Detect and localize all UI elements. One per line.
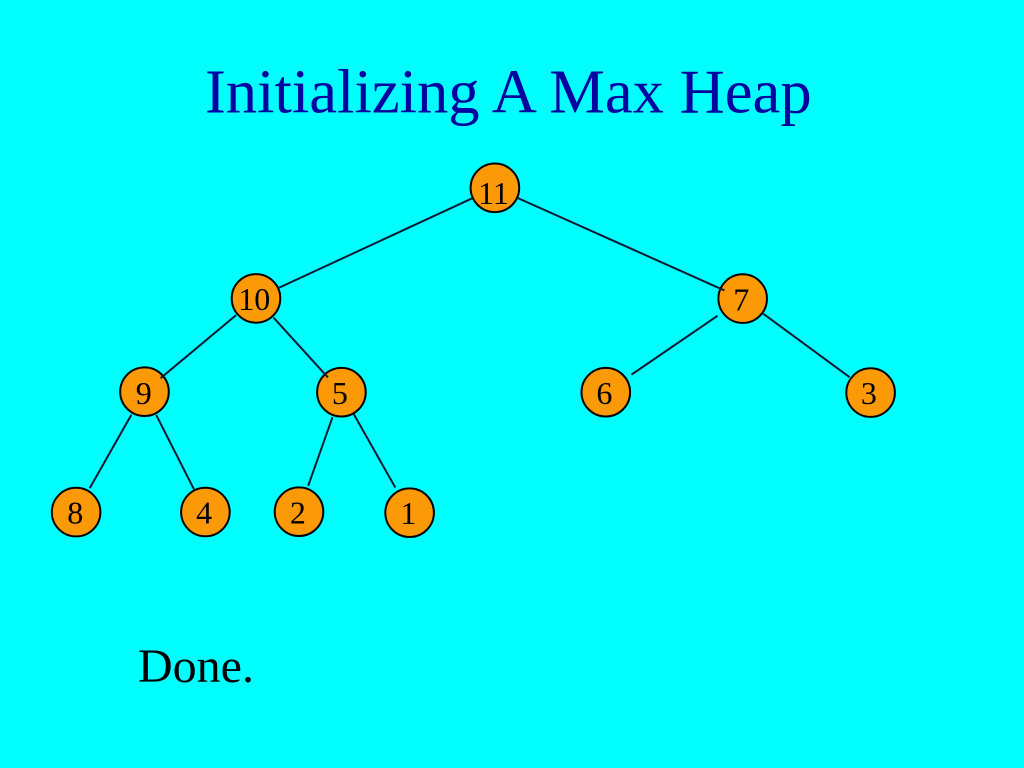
svg-text:6: 6 [596,375,612,411]
svg-text:5: 5 [332,375,348,411]
svg-text:11: 11 [478,175,509,211]
svg-text:3: 3 [861,375,877,411]
svg-text:10: 10 [238,281,270,317]
svg-text:7: 7 [733,281,749,317]
svg-text:Initializing A Max Heap: Initializing A Max Heap [205,56,812,126]
svg-text:9: 9 [136,375,152,411]
svg-text:Done.: Done. [138,640,254,693]
svg-text:8: 8 [67,495,83,531]
svg-text:2: 2 [290,494,306,530]
svg-text:1: 1 [400,495,416,531]
svg-text:4: 4 [196,495,212,531]
